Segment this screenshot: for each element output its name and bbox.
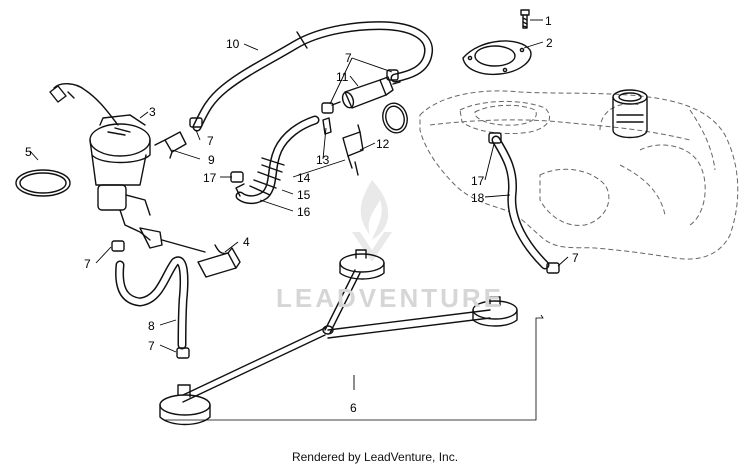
callout-14: 14 [297, 171, 311, 185]
callout-7c: 7 [84, 257, 91, 271]
watermark-logo [352, 180, 392, 262]
small-fitting [322, 117, 332, 135]
callout-17b: 17 [471, 174, 485, 188]
clamp-ring [382, 102, 408, 134]
fittings [111, 69, 560, 359]
callout-11: 11 [336, 70, 349, 84]
hose-18 [491, 135, 550, 270]
hose-8 [115, 256, 189, 350]
o-ring [15, 169, 71, 197]
callout-16: 16 [297, 205, 311, 219]
callout-6: 6 [350, 401, 357, 415]
callout-8: 8 [148, 319, 155, 333]
callout-7d: 7 [148, 339, 155, 353]
callout-7b: 7 [207, 134, 214, 148]
leader-lines [29, 19, 569, 421]
filler-neck [612, 89, 648, 139]
callout-12: 12 [376, 137, 390, 151]
callout-17a: 17 [203, 171, 217, 185]
sender-connector [197, 244, 241, 278]
callout-18: 18 [471, 191, 485, 205]
gasket-ring [462, 40, 532, 76]
callout-15: 15 [297, 188, 311, 202]
callout-13: 13 [316, 153, 330, 167]
filter-bracket [342, 124, 364, 176]
hose-10 [192, 21, 434, 132]
callout-3: 3 [149, 105, 156, 119]
fuel-filter [331, 76, 401, 109]
fuel-pump [49, 83, 206, 253]
callout-2: 2 [546, 36, 553, 50]
callout-10: 10 [226, 37, 240, 51]
callout-1: 1 [545, 14, 552, 28]
hose-15-16 [235, 115, 320, 205]
screw [520, 9, 530, 29]
callout-7e: 7 [572, 251, 579, 265]
watermark-text: LEADVENTURE [275, 283, 504, 313]
fuel-tank-outline [419, 90, 739, 260]
callout-5: 5 [25, 145, 32, 159]
callout-9: 9 [208, 153, 215, 167]
callout-4: 4 [243, 235, 250, 249]
callouts: 1 2 3 4 5 6 7 7 7 7 7 8 9 10 11 12 13 14… [25, 14, 579, 415]
pickup-assembly [159, 249, 518, 426]
callout-7a: 7 [345, 51, 352, 65]
footer-credit: Rendered by LeadVenture, Inc. [291, 450, 459, 464]
